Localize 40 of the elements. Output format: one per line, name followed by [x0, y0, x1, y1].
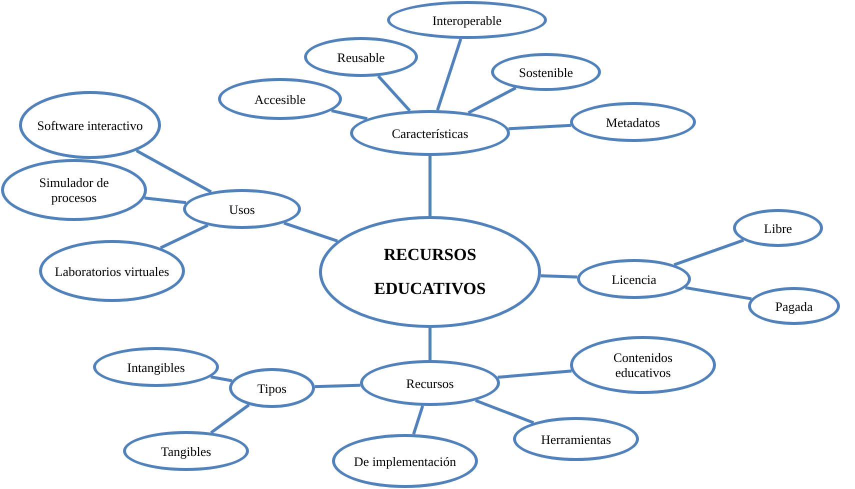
concept-label: Sostenible [518, 64, 574, 80]
concept-label: Intangibles [126, 360, 186, 374]
concept-label: Accesible [253, 92, 307, 106]
concept-label: Simulador de procesos [38, 175, 110, 205]
connector-line [160, 224, 208, 250]
concept-label: Tangibles [160, 444, 212, 458]
connector-line [428, 156, 432, 216]
connector-line [412, 405, 424, 435]
concept-label: Libre [762, 220, 794, 236]
connector-line [498, 370, 572, 379]
concept-label: Laboratorios virtuales [54, 264, 170, 278]
concept-label: Licencia [610, 272, 658, 286]
connector-line [540, 274, 578, 279]
connector-line [144, 196, 186, 204]
concept-label: Metadatos [604, 114, 662, 130]
concept-label: De implementación [352, 454, 458, 468]
connector-line [314, 384, 360, 388]
connector-line [283, 222, 338, 242]
concept-label: Contenidos educativos [612, 350, 674, 380]
concept-ellipse [733, 209, 823, 247]
concept-label: Pagada [774, 298, 814, 314]
concept-label: Herramientas [540, 432, 612, 446]
concept-ellipse [577, 259, 691, 299]
concept-label: Software interactivo [36, 118, 144, 132]
concept-label: Usos [228, 202, 256, 216]
concept-label: Tipos [256, 380, 288, 396]
concept-label: Reusable [336, 50, 386, 64]
connector-line [436, 38, 462, 111]
connector-line [674, 238, 744, 266]
connector-line [377, 75, 411, 112]
connector-line [475, 399, 534, 424]
concept-label: Interoperable [431, 12, 503, 28]
concept-label: Recursos [405, 376, 455, 390]
connector-line [508, 124, 571, 130]
central-label: RECURSOS EDUCATIVOS [373, 244, 487, 300]
connector-line [428, 328, 432, 360]
concept-label: Características [390, 126, 470, 140]
connector-line [685, 286, 752, 300]
connector-line [331, 109, 368, 120]
connector-line [210, 375, 232, 382]
